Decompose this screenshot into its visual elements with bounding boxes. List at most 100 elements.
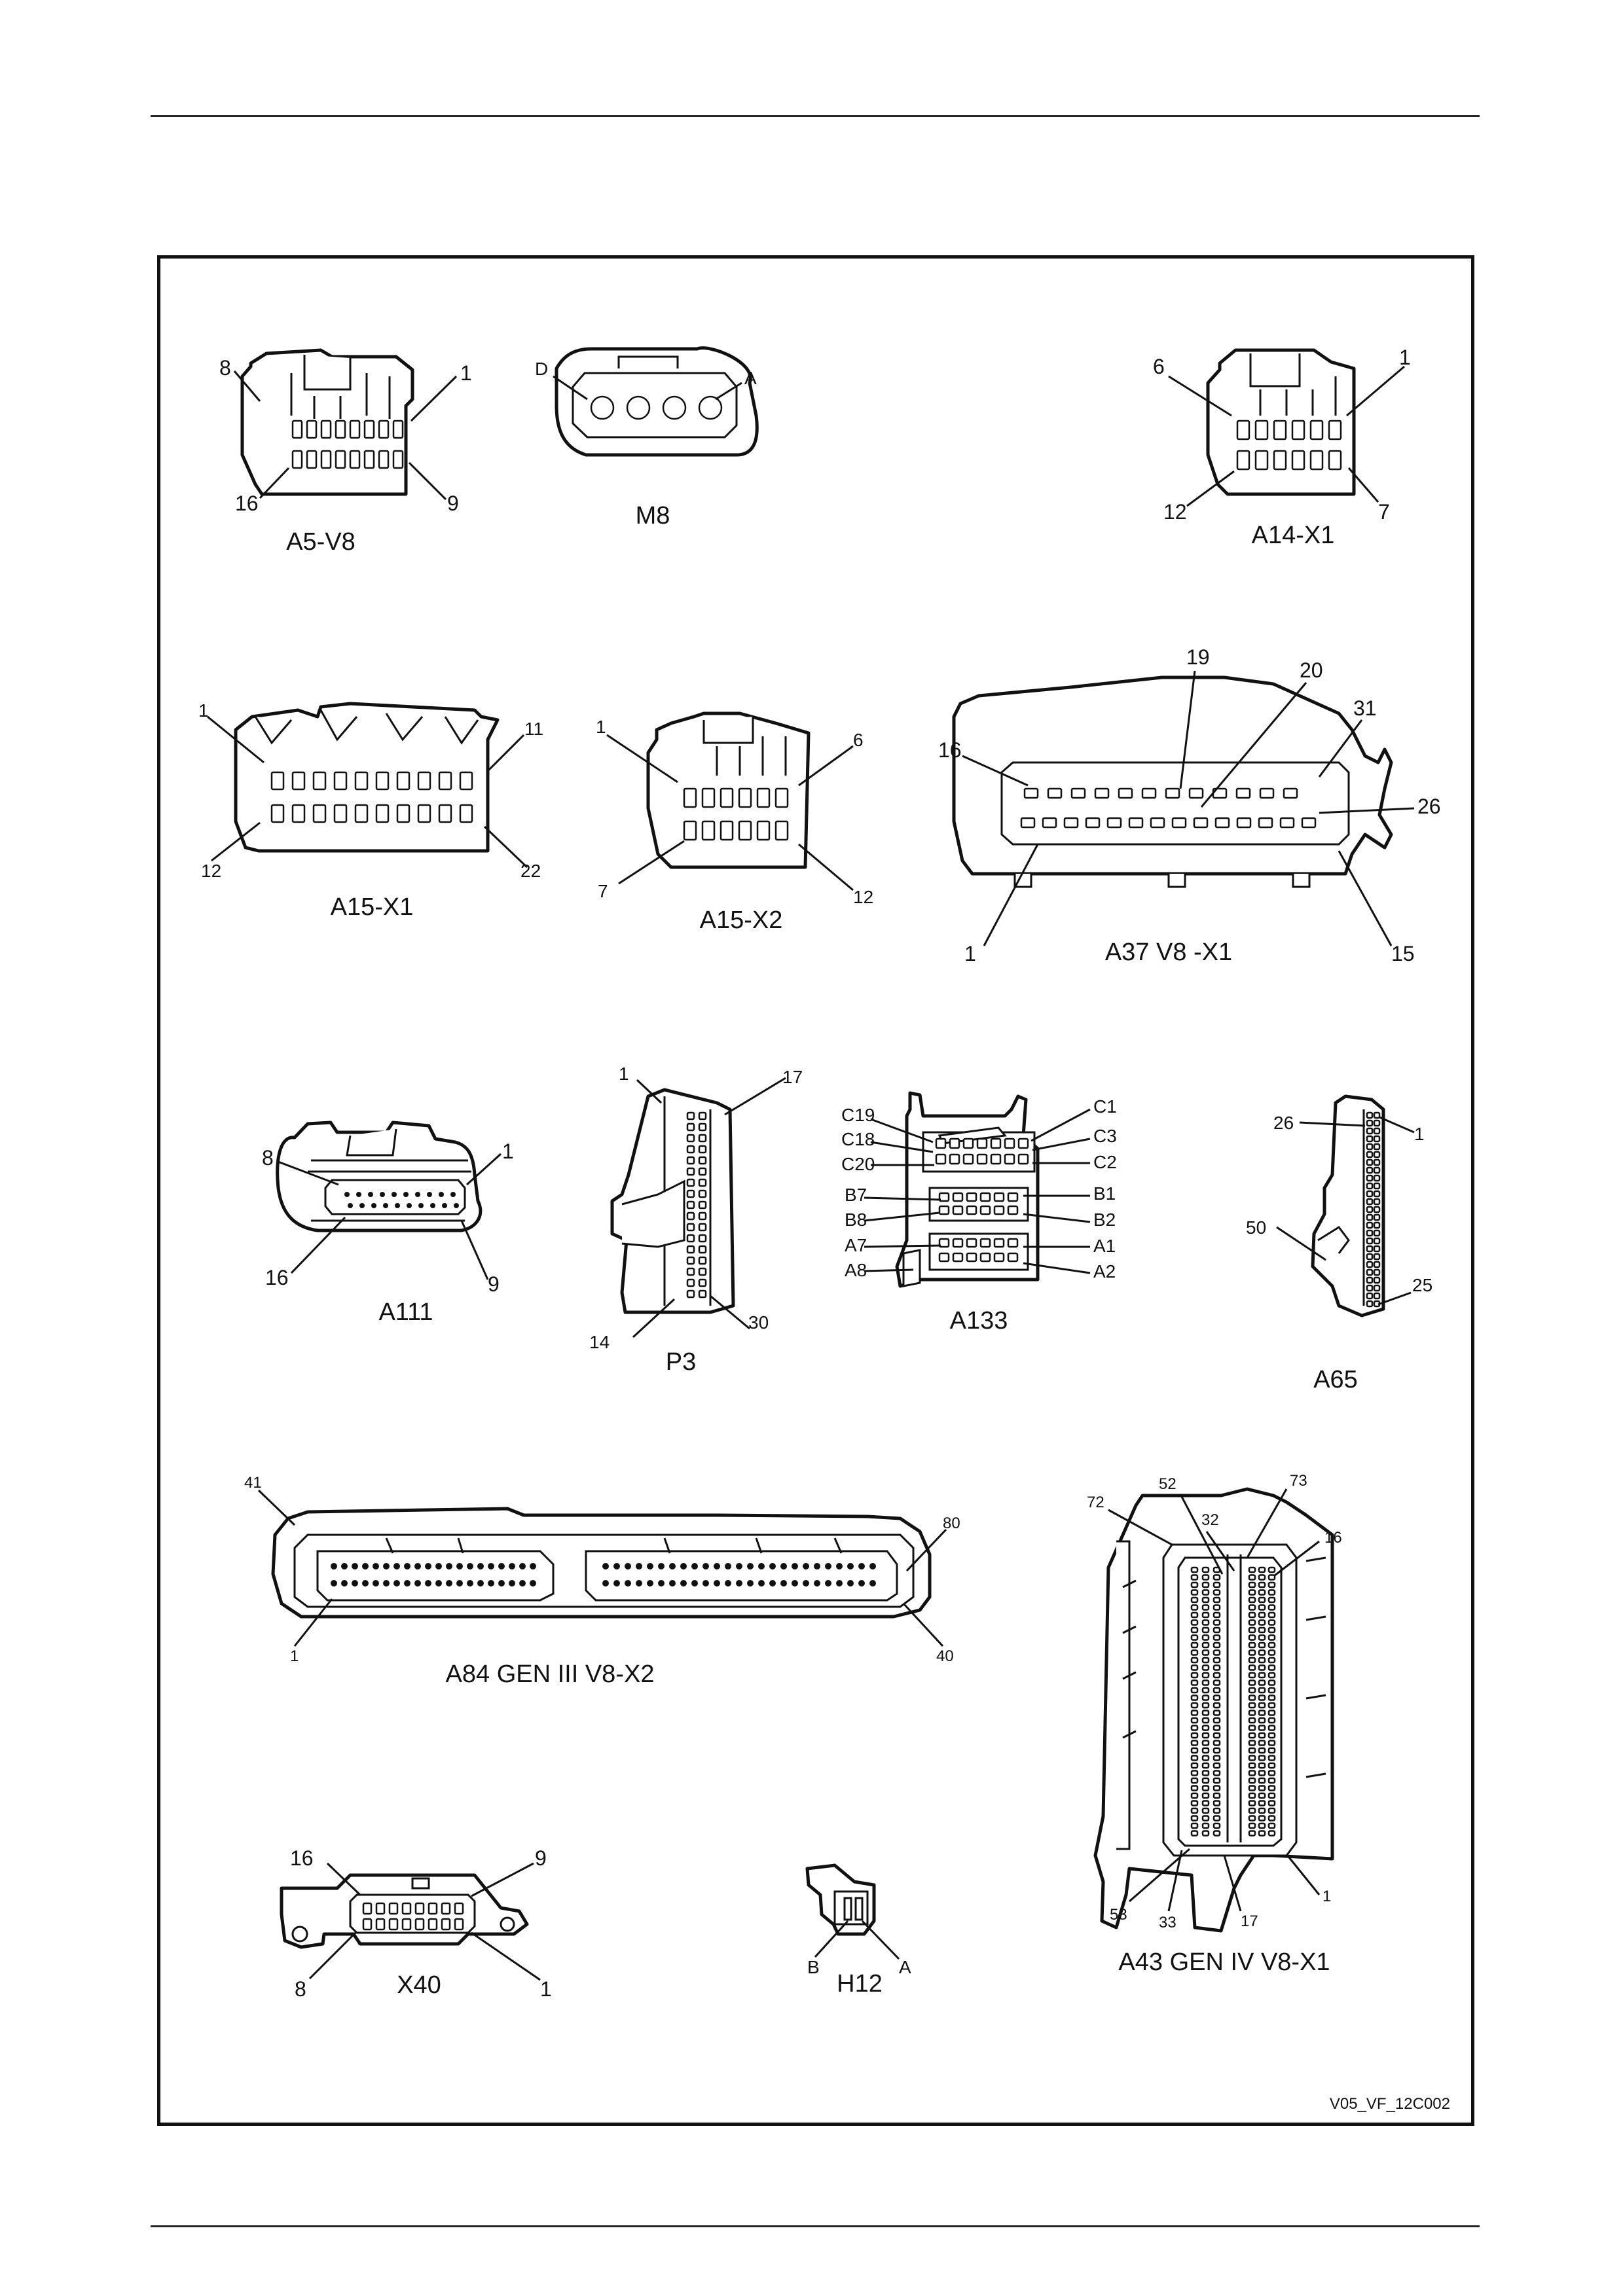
pin-cavity	[935, 1153, 947, 1165]
pin-cavity	[747, 1580, 754, 1587]
pin-cavity	[636, 1563, 642, 1570]
pin-cavity	[698, 1167, 707, 1176]
pin-cavity	[341, 1580, 348, 1587]
pin-cavity	[1366, 1182, 1374, 1190]
pin-cavity	[392, 450, 404, 469]
pin-cavity	[938, 1205, 950, 1215]
pin-cavity	[952, 1252, 964, 1263]
pin-cavity	[1201, 1679, 1210, 1686]
pin-label: 14	[589, 1332, 610, 1352]
pin-cavity	[949, 1138, 960, 1149]
pin-cavity	[825, 1580, 831, 1587]
pin-cavity	[1373, 1198, 1381, 1206]
pin-cavity	[1248, 1619, 1256, 1626]
pin-label: 25	[1412, 1275, 1432, 1295]
pin-cavity	[375, 804, 390, 823]
pin-cavity	[1214, 817, 1230, 829]
pin-cavity	[966, 1192, 977, 1202]
pin-label: 12	[853, 887, 873, 907]
pin-cavity	[1258, 1785, 1266, 1791]
pin-label: A8	[845, 1260, 867, 1280]
pin-cavity	[1267, 1717, 1276, 1724]
pin-cavity	[686, 1122, 695, 1132]
connector-h12: B A H12	[805, 1863, 911, 1998]
pin-cavity	[698, 1156, 707, 1165]
pin-cavity	[775, 787, 789, 808]
footer-rule	[151, 2225, 1480, 2227]
pin-cavity	[1007, 1205, 1019, 1215]
pin-cavity	[976, 1153, 988, 1165]
pin-cavity	[1213, 1687, 1221, 1694]
pin-cavity	[404, 1580, 410, 1587]
pin-cavity	[814, 1580, 820, 1587]
pin-cavity	[395, 1203, 400, 1208]
pin-cavity	[1366, 1284, 1374, 1292]
pin-cavity	[1190, 1619, 1199, 1626]
pin-cavity	[359, 1203, 365, 1208]
pin-cavity	[1042, 817, 1057, 829]
pin-cavity	[383, 1580, 390, 1587]
pin-cavity	[509, 1563, 515, 1570]
pin-cavity	[698, 1200, 707, 1210]
pin-cavity	[530, 1563, 536, 1570]
pin-cavity	[1248, 1725, 1256, 1731]
pin-cavity	[1213, 1574, 1221, 1581]
pin-cavity	[935, 1138, 947, 1149]
pin-cavity	[1258, 1611, 1266, 1619]
pin-cavity	[1366, 1221, 1374, 1229]
pin-cavity	[1267, 1725, 1276, 1731]
pin-label: 1	[460, 361, 472, 385]
pin-cavity	[363, 420, 375, 439]
pin-cavity	[683, 820, 697, 841]
pin-cavity	[993, 1238, 1005, 1248]
pin-label: C18	[841, 1129, 875, 1149]
pin-cavity	[454, 1918, 464, 1931]
pin-cavity	[1366, 1253, 1374, 1261]
pin-cavity	[1213, 1657, 1221, 1664]
pin-cavity	[519, 1563, 526, 1570]
pin-label: 72	[1087, 1494, 1104, 1511]
pin-cavity	[702, 1580, 709, 1587]
connector-a43-gen-iv-v8-x1: 52 73 72 32 16 53 33 17 1 A43 GEN IV V8-…	[1087, 1472, 1342, 1976]
pin-cavity	[1267, 1619, 1276, 1626]
pin-label: 9	[447, 492, 459, 515]
pin-cavity	[686, 1289, 695, 1299]
pin-cavity	[714, 1563, 720, 1570]
pin-cavity	[758, 1563, 765, 1570]
pin-label: B2	[1093, 1210, 1116, 1230]
pin-cavity	[1236, 450, 1250, 471]
pin-cavity	[769, 1563, 776, 1570]
pin-cavity	[1279, 817, 1295, 829]
pin-cavity	[467, 1563, 473, 1570]
pin-label: 80	[943, 1515, 960, 1532]
connector-name: A15-X1	[331, 893, 414, 921]
pin-cavity	[602, 1580, 609, 1587]
pin-cavity	[320, 420, 332, 439]
pin-cavity	[1248, 1566, 1256, 1573]
pin-cavity	[858, 1563, 865, 1570]
pin-cavity	[780, 1563, 787, 1570]
pin-cavity	[1254, 450, 1269, 471]
pin-cavity	[1190, 1747, 1199, 1754]
pin-cavity	[291, 420, 303, 439]
pin-cavity	[1267, 1732, 1276, 1739]
pin-cavity	[320, 450, 332, 469]
pin-cavity	[396, 771, 410, 791]
pin-label: C3	[1093, 1126, 1117, 1146]
pin-cavity	[966, 1205, 977, 1215]
pin-cavity	[1213, 1800, 1221, 1806]
pin-cavity	[333, 804, 348, 823]
pin-cavity	[1201, 1641, 1210, 1649]
pin-cavity	[1213, 1596, 1221, 1604]
pin-cavity	[1258, 1717, 1266, 1724]
pin-cavity	[1258, 1710, 1266, 1716]
pin-label: 32	[1201, 1511, 1219, 1529]
pin-cavity	[1190, 1770, 1199, 1776]
pin-cavity	[430, 1203, 435, 1208]
pin-cavity	[438, 804, 452, 823]
pin-cavity	[1004, 1138, 1015, 1149]
pin-cavity	[1258, 1815, 1266, 1821]
pin-cavity	[1248, 1770, 1256, 1776]
pin-cavity	[836, 1563, 843, 1570]
pin-cavity	[1373, 1276, 1381, 1284]
